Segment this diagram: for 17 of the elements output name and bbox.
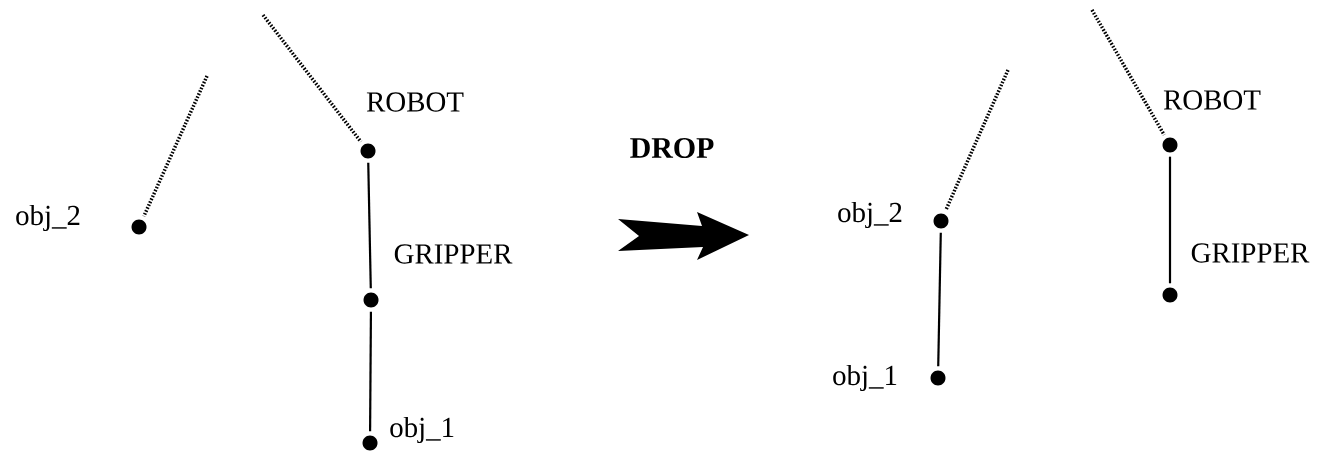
dot-label: GRIPPER: [1191, 243, 1310, 263]
dot-label: GRIPPER: [394, 244, 513, 264]
dot-label: ROBOT: [366, 92, 464, 112]
dot-label: obj_1: [390, 416, 454, 444]
heading-label: DROP: [630, 137, 714, 159]
dot-label: obj_1: [833, 364, 897, 392]
dot-label: obj_2: [16, 204, 80, 232]
connector-line: [261, 13, 363, 143]
connector-line: [369, 311, 373, 432]
connector-line: [367, 162, 372, 289]
connector-line: [937, 232, 942, 367]
dot-label: ROBOT: [1163, 90, 1261, 110]
connector-line: [1090, 9, 1166, 136]
dot-label: obj_2: [838, 201, 902, 229]
connector-line: [944, 69, 1010, 211]
connector-line: [1168, 156, 1172, 284]
connector-line: [142, 75, 209, 218]
